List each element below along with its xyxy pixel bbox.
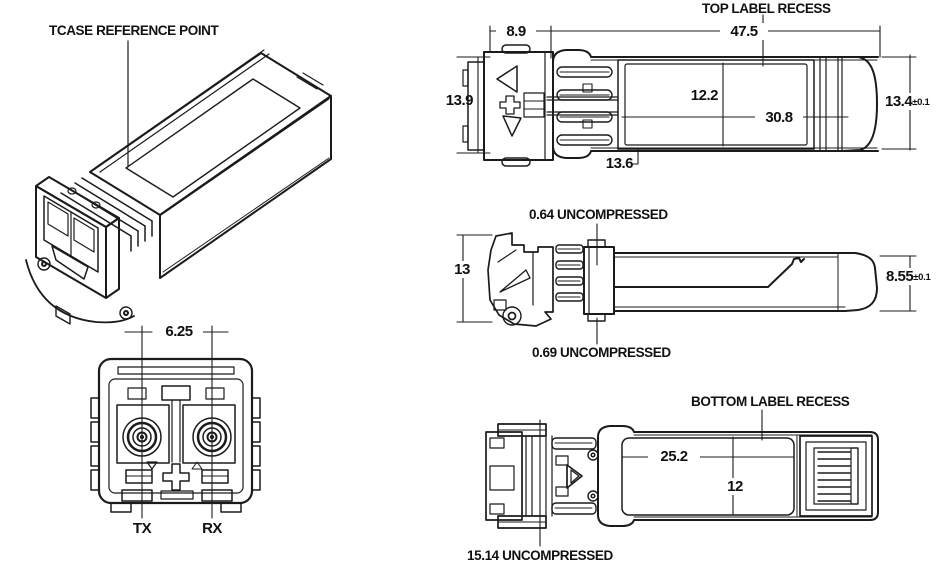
emi-fingers <box>556 66 613 146</box>
rear-band-lines <box>296 72 324 90</box>
flange <box>483 51 554 161</box>
dim-6-25: 6.25 <box>155 323 203 340</box>
bail-pivot <box>502 306 522 326</box>
front-view <box>90 325 261 519</box>
bottom-label-recess-area <box>621 437 795 516</box>
left-triangle-mark <box>496 65 518 93</box>
nose-notch <box>462 69 469 87</box>
center-divider <box>171 399 181 463</box>
dim-13-9: 13.9 <box>445 92 474 109</box>
inner-tab <box>205 387 225 400</box>
bottom-body <box>597 425 879 527</box>
front-shell <box>97 357 254 505</box>
top-label-recess-iso <box>125 78 301 198</box>
lc-connector-block <box>35 176 120 325</box>
dim-13-4-value: 13.4 <box>885 93 913 110</box>
right-triangle-mark <box>566 464 583 489</box>
dim-12: 12 <box>719 478 751 495</box>
dim-13-4-tol: 13.4±0.1 <box>883 93 932 110</box>
tx-label: TX <box>132 520 152 537</box>
tcase-callout: TCASE REFERENCE POINT <box>49 23 219 38</box>
bottom-view-dimensions <box>539 409 794 547</box>
center-key-tab <box>161 385 191 401</box>
body-top-face <box>89 52 332 216</box>
seam-line <box>613 257 805 288</box>
tx-port-housing <box>116 404 170 464</box>
dim-8-9: 8.9 <box>496 23 536 40</box>
dim-30-8: 30.8 <box>755 109 803 126</box>
side-view-dimensions <box>456 223 917 345</box>
callout-0-69: 0.69 UNCOMPRESSED <box>532 345 671 360</box>
body-side-face <box>159 95 332 279</box>
top-rail-line <box>94 49 265 169</box>
latch-trigger <box>51 245 89 280</box>
dim-8-55-tol: 8.55±0.1 <box>884 268 933 285</box>
foot <box>201 489 233 502</box>
dim-13 <box>456 234 493 323</box>
screw-holes <box>587 449 599 502</box>
up-triangle-mark <box>191 461 203 470</box>
tx-lens <box>122 417 162 457</box>
emi-gasket <box>501 44 531 54</box>
cap-tab <box>587 239 606 248</box>
dim-12-2: 12.2 <box>690 87 719 104</box>
cap-tab <box>587 313 606 322</box>
foot <box>110 502 132 513</box>
dim-47-5: 47.5 <box>720 23 768 40</box>
isometric-view <box>25 40 332 325</box>
rx-port-iso <box>73 217 95 253</box>
top-label-recess-area <box>617 59 815 150</box>
inner-tab <box>127 387 147 400</box>
center-notch <box>160 490 194 500</box>
dim-13-6: 13.6 <box>605 155 634 172</box>
down-triangle-mark <box>502 115 522 137</box>
side-edge-line <box>162 157 330 273</box>
bottom-view <box>485 409 879 547</box>
bail-latch <box>25 257 135 324</box>
tx-port-iso <box>47 201 69 237</box>
foot <box>121 489 153 502</box>
callout-15-14: 15.14 UNCOMPRESSED <box>467 548 613 563</box>
foot <box>220 502 242 513</box>
dim-13-4-tolerance: ±0.1 <box>912 97 930 108</box>
center-slot <box>523 92 545 118</box>
emi-fingers-side <box>555 244 584 302</box>
dim-25-2: 25.2 <box>648 448 700 465</box>
top-view <box>456 14 917 167</box>
nose-notch <box>462 125 469 143</box>
dim-8-55-tolerance: ±0.1 <box>913 272 931 283</box>
top-rail-line <box>99 53 270 173</box>
top-label-recess-callout: TOP LABEL RECESS <box>702 1 831 16</box>
emi-cage-fins <box>60 177 153 252</box>
bottom-nose <box>485 423 597 529</box>
rx-label: RX <box>202 520 222 537</box>
contact-fingers <box>799 435 873 517</box>
cross-mark <box>499 95 521 115</box>
rear-cap <box>841 56 878 152</box>
rear-band <box>819 56 843 152</box>
down-triangle-mark <box>146 461 158 470</box>
side-edge-line <box>163 98 330 214</box>
side-view <box>456 223 917 345</box>
dim-13: 13 <box>442 261 482 278</box>
body-outline <box>552 49 879 159</box>
rx-lens <box>192 417 232 457</box>
latch-spring <box>499 269 531 293</box>
dim-8-55-value: 8.55 <box>886 268 914 285</box>
top-slot <box>117 366 235 375</box>
emi-gasket <box>501 157 531 167</box>
bottom-label-recess-callout: BOTTOM LABEL RECESS <box>691 394 850 409</box>
cross-key <box>162 463 190 491</box>
callout-0-64: 0.64 UNCOMPRESSED <box>529 207 668 222</box>
inner-frame <box>108 378 244 494</box>
rear-taper <box>837 252 878 312</box>
rx-port-housing <box>182 404 236 464</box>
latch-assembly <box>487 232 554 327</box>
side-tabs <box>90 397 261 491</box>
side-body <box>613 252 878 312</box>
right-triangle-inner <box>570 469 580 484</box>
